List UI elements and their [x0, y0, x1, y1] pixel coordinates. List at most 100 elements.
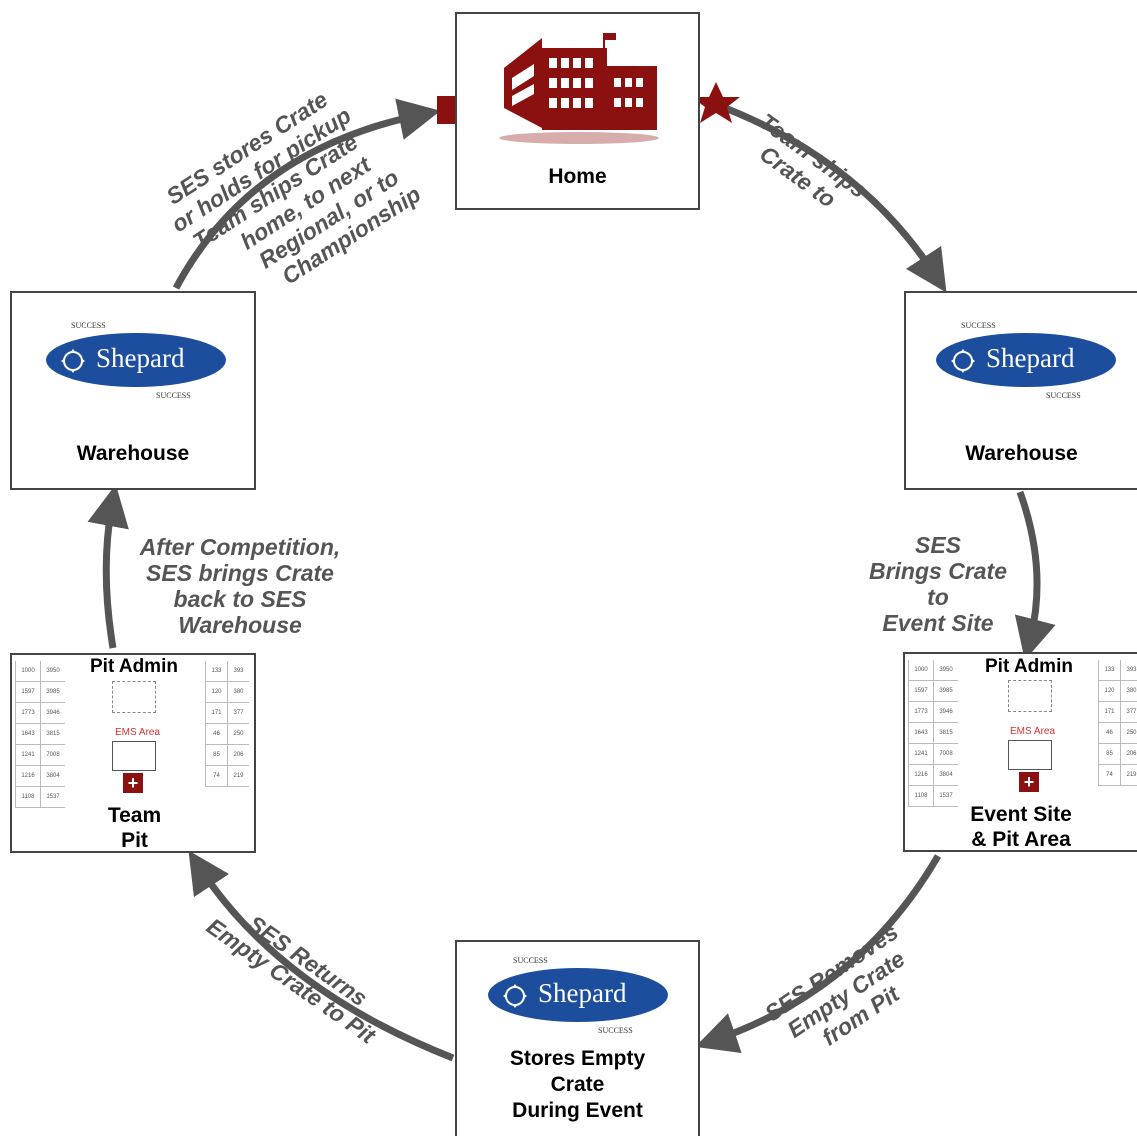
event-site-label-line2: & Pit Area: [971, 828, 1071, 851]
arrow-team-pit-to-warehouse: [87, 484, 129, 649]
logo-small-text-bottom: SUCCESS: [598, 1026, 633, 1035]
pit-table-cell: 206: [227, 745, 249, 765]
ems-area-label: EMS Area: [1010, 726, 1056, 737]
pit-table-cell: 219: [1120, 765, 1137, 785]
pit-table-cell: 1773: [908, 702, 933, 722]
pit-table-cell: 3804: [933, 765, 958, 785]
pit-table-cell: 7008: [933, 744, 958, 764]
event-site-label-line1: Event Site: [970, 803, 1072, 826]
flow-line: SES: [914, 532, 962, 558]
home-node: Home: [455, 12, 700, 210]
arrow-warehouse-to-home: [172, 98, 441, 290]
pit-table-cell: 377: [227, 703, 249, 723]
shepard-diamond-icon: [61, 349, 85, 373]
logo-small-text-top: SUCCESS: [961, 321, 996, 330]
pit-table-cell: 3946: [40, 703, 65, 723]
pit-table-cell: 377: [1120, 702, 1137, 722]
school-building-icon: [499, 33, 659, 144]
pit-table-cell: 380: [227, 682, 249, 702]
pit-table-cell: 393: [227, 661, 249, 681]
team-pit-label-line1: Team: [107, 804, 162, 827]
stores-empty-node: SUCCESS Shepard SUCCESS Stores Empty Cra…: [455, 940, 700, 1136]
shepard-logo: SUCCESS Shepard SUCCESS: [936, 321, 1116, 411]
pit-table-cell: 1241: [15, 745, 40, 765]
stores-empty-label-line2: Crate: [550, 1073, 605, 1096]
flow-line: SES brings Crate: [146, 560, 334, 586]
team-pit-label-line2: Pit: [121, 829, 148, 852]
pit-table-cell: 1643: [15, 724, 40, 744]
pit-table-cell: 250: [227, 724, 249, 744]
logo-small-text-top: SUCCESS: [71, 321, 106, 330]
pit-table-cell: 3985: [933, 681, 958, 701]
pit-admin-label: Pit Admin: [985, 656, 1073, 677]
pit-table-cell: 3950: [40, 661, 65, 681]
pit-table-cell: 133: [205, 661, 227, 681]
stores-empty-label-line3: During Event: [512, 1099, 643, 1122]
pit-table-cell: 85: [205, 745, 227, 765]
ems-area-label: EMS Area: [115, 727, 161, 738]
logo-small-text-top: SUCCESS: [513, 956, 548, 965]
pit-table-cell: 85: [1098, 744, 1120, 764]
shepard-diamond-icon: [503, 984, 527, 1008]
pit-table-cell: 1643: [908, 723, 933, 743]
warehouse-right-label: Warehouse: [965, 442, 1078, 465]
pit-table-cell: 46: [1098, 723, 1120, 743]
flow-text-pit-to-warehouse: After Competition, SES brings Crate back…: [120, 534, 360, 638]
pit-table-cell: 3815: [933, 723, 958, 743]
logo-text: Shepard: [986, 343, 1075, 373]
pit-admin-booth: [112, 681, 156, 713]
logo-small-text-bottom: SUCCESS: [156, 391, 191, 400]
pit-table-cell: 1537: [40, 787, 65, 807]
pit-table-cell: 1108: [908, 786, 933, 806]
warehouse-right-node: SUCCESS Shepard SUCCESS Warehouse: [904, 291, 1137, 490]
pit-table-cell: 250: [1120, 723, 1137, 743]
pit-table-cell: 3804: [40, 766, 65, 786]
ems-booth: [112, 741, 156, 771]
pit-table-cell: 120: [1098, 681, 1120, 701]
shepard-diamond-icon: [951, 349, 975, 373]
pit-table-cell: 120: [205, 682, 227, 702]
pit-table-cell: 171: [1098, 702, 1120, 722]
warehouse-left-label: Warehouse: [76, 442, 190, 465]
ems-booth: [1008, 740, 1052, 770]
pit-table-cell: 1108: [15, 787, 40, 807]
flow-line: Warehouse: [178, 612, 302, 638]
pit-table-cell: 1537: [933, 786, 958, 806]
pit-table-cell: 3985: [40, 682, 65, 702]
pit-table-cell: 1773: [15, 703, 40, 723]
arrow-home-to-warehouse: [718, 102, 947, 293]
pit-table-cell: 3815: [40, 724, 65, 744]
pit-table-cell: 74: [1098, 765, 1120, 785]
flow-line: Brings Crate: [868, 558, 1008, 584]
pit-table-cell: 1216: [15, 766, 40, 786]
pit-table-cell: 219: [227, 766, 249, 786]
flow-text-warehouse-to-event: SES Brings Crate to Event Site: [848, 532, 1028, 636]
home-star-marker: [692, 82, 740, 123]
first-aid-icon: +: [1019, 772, 1039, 792]
logo-text: Shepard: [538, 978, 627, 1008]
home-label: Home: [548, 165, 607, 188]
pit-table-cell: 74: [205, 766, 227, 786]
pit-admin-label: Pit Admin: [90, 656, 178, 677]
flow-line: After Competition,: [139, 534, 341, 560]
